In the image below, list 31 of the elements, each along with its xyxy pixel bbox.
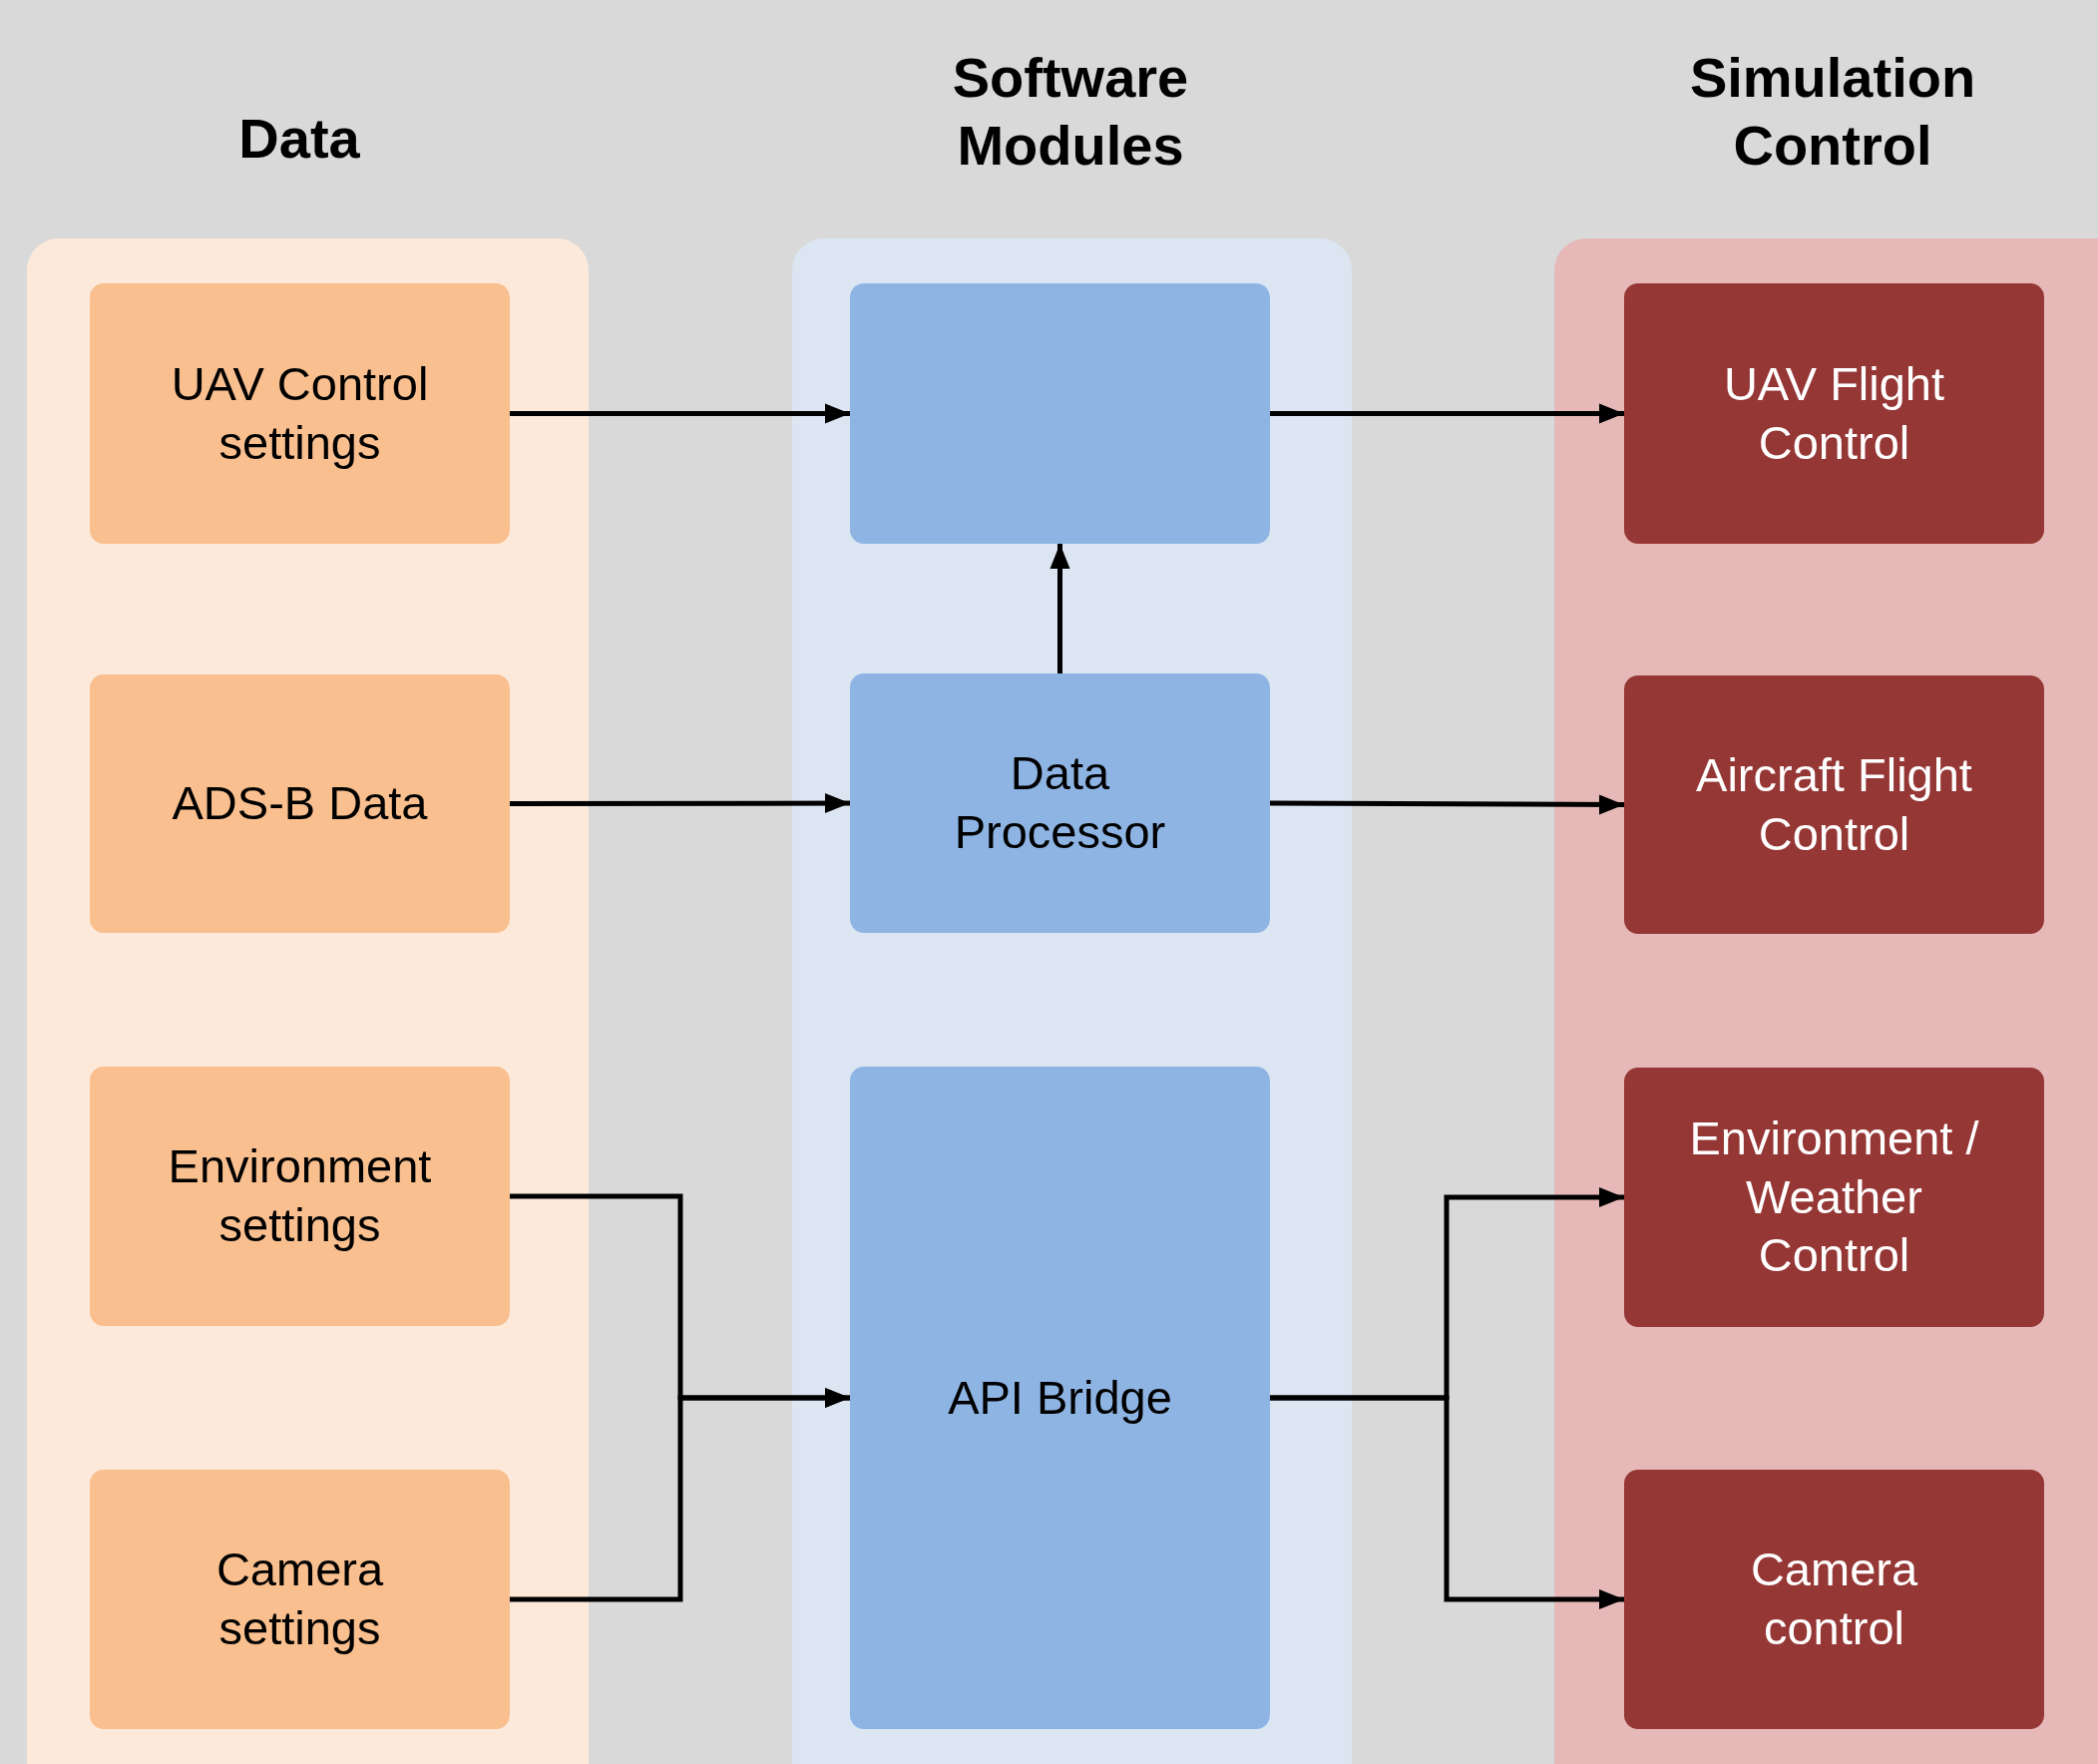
arrow — [1049, 544, 1070, 673]
process-box — [1624, 283, 2044, 544]
box-label: Environment / Weather Control — [1688, 1109, 1980, 1284]
process-box — [1624, 1068, 2044, 1327]
box-label: Data Processor — [953, 745, 1167, 860]
box-label: UAV Flight Control — [1722, 355, 1946, 471]
process-box — [90, 1067, 510, 1326]
box-label: UAV Control settings — [170, 355, 430, 471]
box-label: Camera settings — [214, 1542, 385, 1656]
process-box — [90, 283, 510, 544]
box-label: Camera control — [1749, 1542, 1919, 1656]
arrow — [1270, 403, 1624, 424]
process-box — [90, 674, 510, 933]
column-heading: Simulation Control — [1688, 45, 1977, 179]
arrow — [510, 1388, 850, 1602]
box-label: Aircraft Flight Control — [1695, 746, 1973, 862]
arrow — [510, 403, 850, 424]
box-label: ADS-B Data — [172, 775, 428, 832]
process-box — [1624, 675, 2044, 934]
process-box — [1624, 1470, 2044, 1729]
arrow — [1270, 1395, 1624, 1609]
column-heading: Data — [237, 106, 361, 173]
box-label: API Bridge — [948, 1369, 1172, 1426]
process-box — [90, 1470, 510, 1729]
process-box — [850, 673, 1270, 933]
column-heading: Software Modules — [951, 45, 1190, 179]
arrow — [1270, 794, 1624, 815]
empty-box — [850, 283, 1270, 544]
process-box — [850, 1067, 1270, 1729]
box-label: Environment settings — [167, 1138, 433, 1253]
arrow — [510, 793, 850, 814]
